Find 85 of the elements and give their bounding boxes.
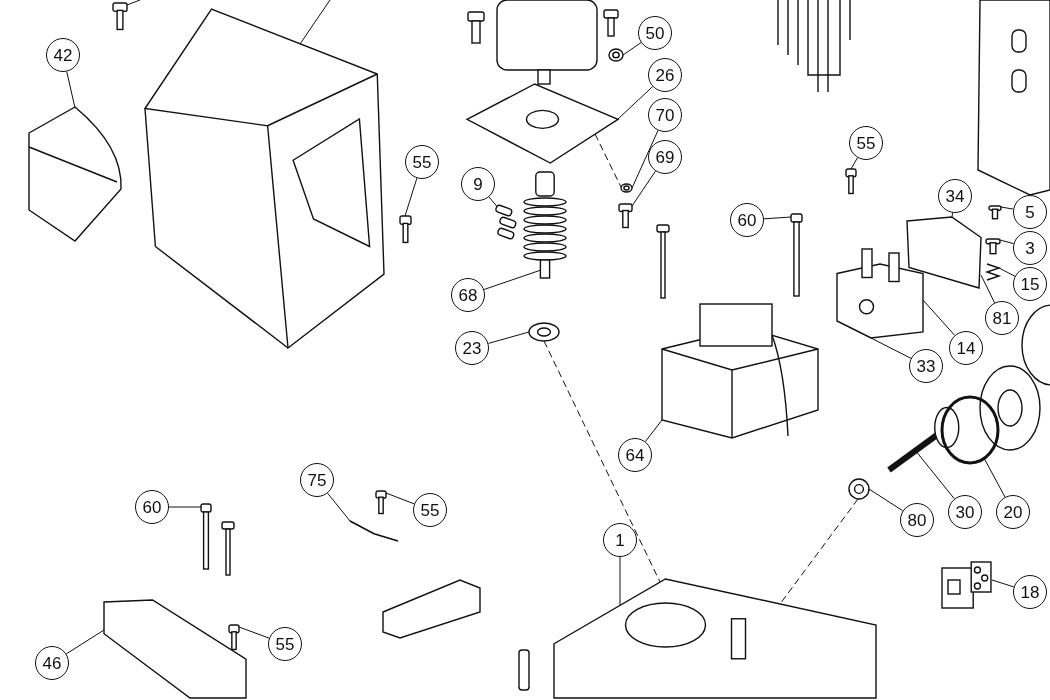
leader-line [65,629,105,655]
callout-number: 46 [35,646,69,680]
leader-line [617,86,654,120]
callout-number: 14 [949,331,983,365]
washer-drawing [848,478,870,500]
terminal-block-drawing [941,561,992,609]
leader-line [385,492,415,505]
leader-line [299,0,331,45]
callout-number: 80 [900,503,934,537]
spring-clip-drawing [349,520,399,542]
callout-number: 75 [300,463,334,497]
assembly-line [594,133,622,188]
cover-drawing [143,8,385,350]
callout-number: 3 [1013,231,1047,265]
leader-line [483,269,542,290]
callout-number: 20 [996,495,1030,529]
leader-line [1000,206,1014,210]
callout-number: 42 [46,38,80,72]
assembly-line [779,498,859,605]
transformer-drawing [661,303,819,439]
callout-number: 64 [618,438,652,472]
callout-number: 55 [849,126,883,160]
callout-number: 50 [638,16,672,50]
callout-number: 15 [1013,267,1047,301]
callout-number: 18 [1013,575,1047,609]
washer-drawing [608,48,624,62]
leader-line [404,177,418,217]
screw-drawing [375,490,387,515]
callout-number: 69 [648,140,682,174]
callout-number: 68 [451,278,485,312]
spring-drawing [984,263,1002,281]
worm-shaft-drawing [523,171,567,279]
shaft-drawing [887,406,960,473]
leader-line [868,488,904,512]
leader-line [622,42,642,56]
end-cap-drawing [28,106,122,242]
screw-drawing [618,203,633,229]
screw-drawing [399,215,412,244]
leader-line [238,626,270,639]
callout-number: 9 [461,167,495,201]
callout-number: 55 [268,627,302,661]
callout-number: 60 [730,203,764,237]
callout-number: 33 [909,349,943,383]
callout-number: 55 [413,493,447,527]
callout-number: 5 [1013,195,1047,229]
leader-line [951,212,954,218]
leader-line [991,579,1015,588]
leader-line [631,130,659,189]
callout-number: 1 [603,523,637,557]
callout-number: 70 [648,98,682,132]
washer-drawing [620,183,633,193]
screw-drawing [988,205,1002,220]
washer-drawing [528,322,560,342]
screw-drawing [845,168,857,195]
callout-number: 23 [455,331,489,365]
leader-line [327,492,351,522]
leader-line [168,506,202,508]
leader-line [763,216,792,220]
callout-number: 60 [135,490,169,524]
long-screw-drawing [790,213,803,297]
leader-line [126,0,141,6]
o-ring-drawing [940,395,1000,465]
assembly-line [543,340,661,583]
leader-line [619,556,621,606]
circuit-board-drawing [906,216,982,289]
callout-number: 34 [938,179,972,213]
base-housing-drawing [553,578,877,699]
control-block-drawing [836,248,924,339]
leader-line [644,419,663,443]
callout-number: 55 [405,145,439,179]
motor-plate-drawing [465,83,620,164]
screw-drawing [228,624,240,651]
callout-number: 26 [648,58,682,92]
pin-drawing [494,203,518,241]
leader-line [850,157,858,170]
housing-part-drawing [103,599,247,699]
screw-drawing [985,238,1001,255]
long-screw-drawing [200,503,212,570]
leader-line [999,239,1015,245]
callout-number: 30 [948,495,982,529]
leader-line [487,331,530,344]
leader-line [66,71,76,109]
screw-drawing [112,2,128,31]
callout-number: 81 [985,301,1019,335]
leader-line [631,170,656,207]
